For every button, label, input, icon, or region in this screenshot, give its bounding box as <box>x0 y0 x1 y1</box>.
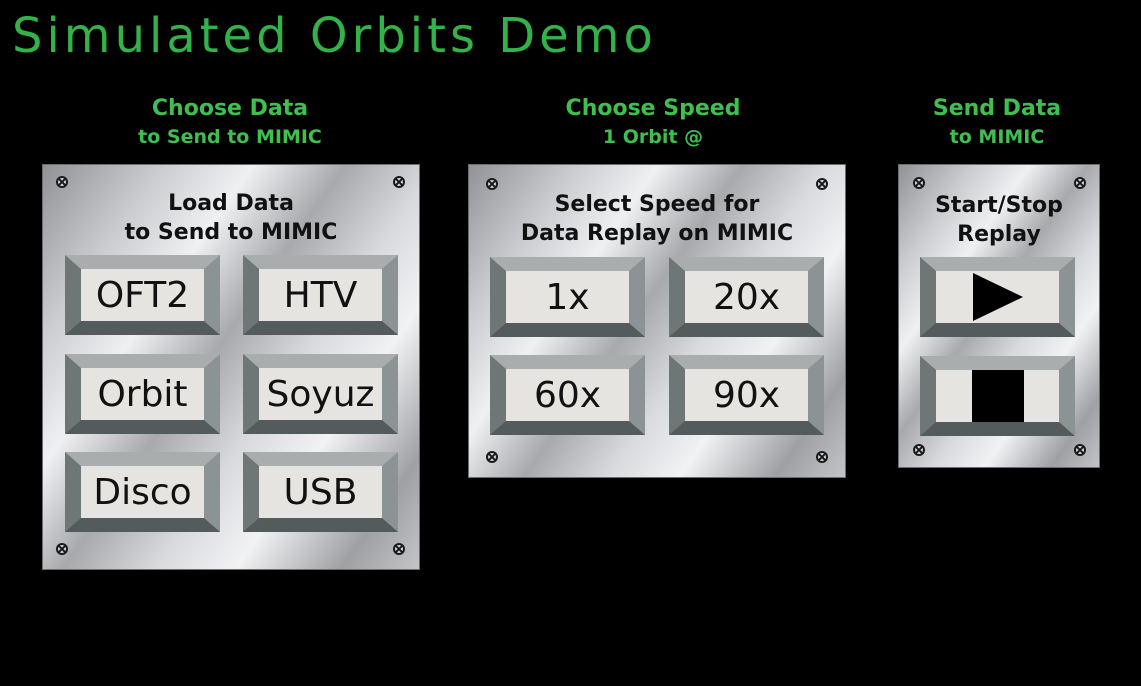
select-speed-label-line2: Data Replay on MIMIC <box>520 221 794 246</box>
screw-icon <box>56 176 68 188</box>
load-data-label-line1: Load Data <box>168 191 294 216</box>
replay-panel-label: Start/Stop Replay <box>898 191 1100 249</box>
stop-button[interactable] <box>920 356 1075 436</box>
usb-button[interactable]: USB <box>243 452 398 532</box>
send-data-heading-line2: to MIMIC <box>949 126 1045 148</box>
orbit-button-label: Orbit <box>97 373 188 415</box>
speed-60x-label: 60x <box>533 374 602 416</box>
speed-90x-label: 90x <box>712 374 781 416</box>
screw-icon <box>913 444 925 456</box>
select-speed-label-line1: Select Speed for <box>554 192 760 217</box>
usb-button-label: USB <box>283 471 358 513</box>
screw-icon <box>393 543 405 555</box>
play-icon <box>972 273 1023 321</box>
send-data-heading-line1: Send Data <box>932 96 1062 121</box>
soyuz-button-label: Soyuz <box>266 373 375 415</box>
screw-icon <box>1074 177 1086 189</box>
oft2-button-label: OFT2 <box>95 274 190 316</box>
page-title: Simulated Orbits Demo <box>12 8 657 64</box>
send-data-heading: Send Data to MIMIC <box>897 94 1097 152</box>
speed-1x-label: 1x <box>545 276 590 318</box>
screw-icon <box>393 176 405 188</box>
choose-data-heading-line2: to Send to MIMIC <box>138 126 322 148</box>
load-data-panel: Load Data to Send to MIMIC OFT2 HTV Orbi… <box>42 164 420 570</box>
load-data-panel-label: Load Data to Send to MIMIC <box>42 189 420 247</box>
screw-icon <box>816 451 828 463</box>
stop-icon <box>971 370 1024 422</box>
choose-speed-heading-line2: 1 Orbit @ <box>602 126 704 148</box>
speed-90x-button[interactable]: 90x <box>669 355 824 435</box>
screw-icon <box>486 451 498 463</box>
screw-icon <box>816 178 828 190</box>
choose-speed-heading-line1: Choose Speed <box>565 96 741 121</box>
oft2-button[interactable]: OFT2 <box>65 255 220 335</box>
orbit-button[interactable]: Orbit <box>65 354 220 434</box>
choose-data-heading-line1: Choose Data <box>151 96 309 121</box>
htv-button-label: HTV <box>283 274 358 316</box>
screw-icon <box>486 178 498 190</box>
replay-label-line2: Replay <box>957 222 1041 247</box>
load-data-label-line2: to Send to MIMIC <box>124 220 338 245</box>
select-speed-panel: Select Speed for Data Replay on MIMIC 1x… <box>468 164 846 478</box>
screw-icon <box>1074 444 1086 456</box>
select-speed-panel-label: Select Speed for Data Replay on MIMIC <box>468 190 846 248</box>
soyuz-button[interactable]: Soyuz <box>243 354 398 434</box>
choose-speed-heading: Choose Speed 1 Orbit @ <box>523 94 783 152</box>
choose-data-heading: Choose Data to Send to MIMIC <box>100 94 360 152</box>
speed-1x-button[interactable]: 1x <box>490 257 645 337</box>
replay-label-line1: Start/Stop <box>935 193 1063 218</box>
play-button[interactable] <box>920 257 1075 337</box>
disco-button[interactable]: Disco <box>65 452 220 532</box>
replay-panel: Start/Stop Replay <box>898 164 1100 468</box>
screw-icon <box>56 543 68 555</box>
disco-button-label: Disco <box>93 471 192 513</box>
screw-icon <box>913 177 925 189</box>
speed-20x-button[interactable]: 20x <box>669 257 824 337</box>
speed-20x-label: 20x <box>712 276 781 318</box>
speed-60x-button[interactable]: 60x <box>490 355 645 435</box>
htv-button[interactable]: HTV <box>243 255 398 335</box>
